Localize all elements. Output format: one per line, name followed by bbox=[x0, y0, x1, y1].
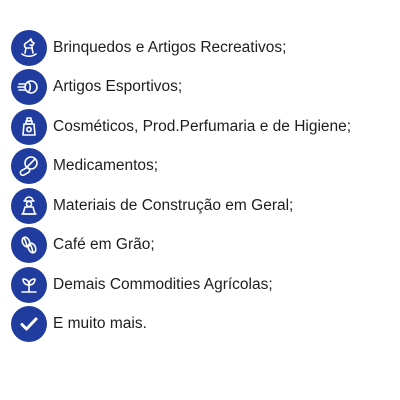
list-item-label: Cosméticos, Prod.Perfumaria e de Higiene… bbox=[53, 117, 352, 135]
list-item: Cosméticos, Prod.Perfumaria e de Higiene… bbox=[11, 107, 396, 147]
coffee-beans-icon bbox=[11, 227, 47, 264]
pills-icon bbox=[11, 148, 47, 185]
list-item-label: Demais Commodities Agrícolas; bbox=[53, 275, 273, 293]
list-item: E muito mais. bbox=[11, 305, 396, 345]
checkmark-icon bbox=[11, 306, 47, 343]
list-item-label: Artigos Esportivos; bbox=[53, 78, 183, 96]
list-item: Medicamentos; bbox=[11, 147, 396, 187]
list-item: Artigos Esportivos; bbox=[11, 68, 396, 108]
sports-ball-icon bbox=[11, 69, 47, 106]
list-item-label: Café em Grão; bbox=[53, 236, 155, 254]
list-item-label: Materiais de Construção em Geral; bbox=[53, 196, 294, 214]
plant-sprout-icon bbox=[11, 266, 47, 303]
list-item-label: Brinquedos e Artigos Recreativos; bbox=[53, 38, 287, 56]
construction-worker-icon bbox=[11, 187, 47, 224]
list-item-label: E muito mais. bbox=[53, 315, 147, 333]
list-item: Demais Commodities Agrícolas; bbox=[11, 265, 396, 305]
perfume-bottle-icon bbox=[11, 108, 47, 145]
list-item: Materiais de Construção em Geral; bbox=[11, 186, 396, 226]
list-item-label: Medicamentos; bbox=[53, 157, 159, 175]
rocking-horse-icon bbox=[11, 29, 47, 66]
product-category-list: Brinquedos e Artigos Recreativos; Artigo… bbox=[11, 28, 396, 344]
list-item: Café em Grão; bbox=[11, 226, 396, 266]
list-item: Brinquedos e Artigos Recreativos; bbox=[11, 28, 396, 68]
